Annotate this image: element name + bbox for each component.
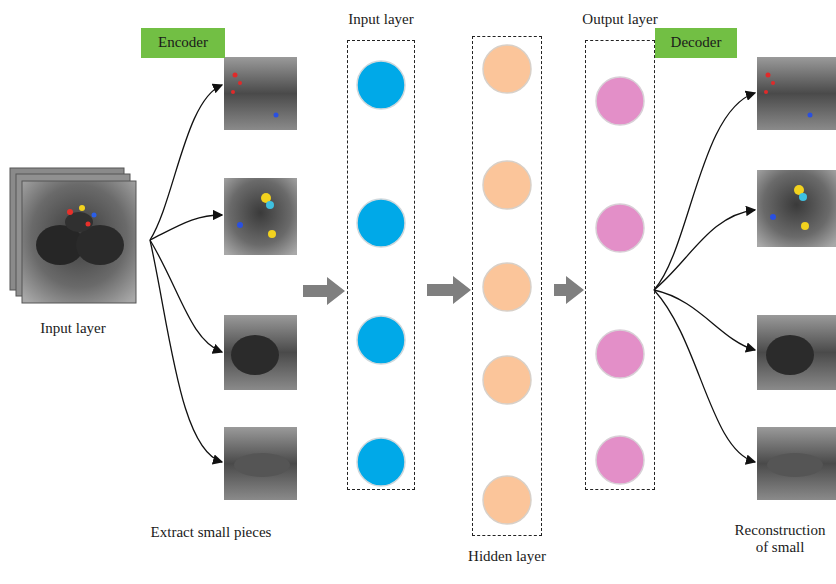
caption-label: Reconstruction of small: [728, 522, 832, 557]
block-arrow: [554, 276, 584, 304]
caption-label: Extract small pieces: [136, 524, 286, 541]
box-label: Decoder: [671, 34, 722, 51]
block-arrow: [303, 277, 345, 305]
layer-box: Output layer: [585, 40, 655, 490]
layer-title: Hidden layer: [433, 548, 581, 565]
image-patch: [224, 57, 297, 500]
box-label: Encoder: [158, 34, 208, 51]
layer-box: Hidden layer: [472, 36, 542, 536]
neuron: [357, 45, 644, 524]
block-arrow: [427, 276, 471, 304]
caption-label: Input layer: [13, 320, 133, 337]
layer-title: Input layer: [308, 11, 454, 28]
ultrasound-stack: [10, 168, 136, 303]
image-patch: [757, 57, 836, 500]
decoder-box: Decoder: [655, 28, 737, 58]
layer-title: Output layer: [546, 11, 694, 28]
encoder-box: Encoder: [141, 28, 225, 58]
fan-arrow: [150, 85, 755, 462]
layer-box: Input layer: [347, 40, 415, 490]
